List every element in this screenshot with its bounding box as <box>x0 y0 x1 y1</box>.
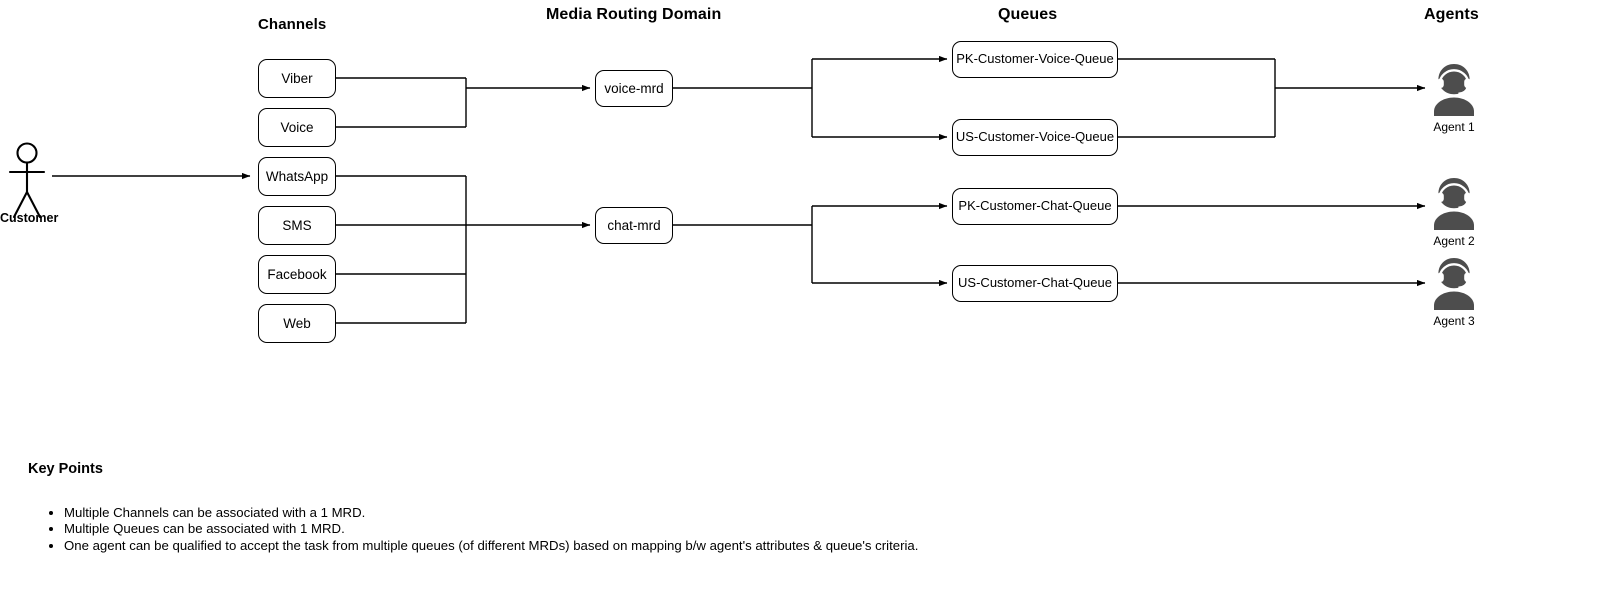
queue-node-us-customer-chat-queue[interactable]: US-Customer-Chat-Queue <box>952 265 1118 302</box>
channel-node-sms[interactable]: SMS <box>258 206 336 245</box>
agent-2[interactable]: Agent 2 <box>1417 172 1491 248</box>
agent-headset-icon <box>1434 178 1474 230</box>
channel-node-viber[interactable]: Viber <box>258 59 336 98</box>
channel-node-voice[interactable]: Voice <box>258 108 336 147</box>
column-header-channels: Channels <box>258 16 327 33</box>
agent-1-label: Agent 1 <box>1433 120 1475 134</box>
channel-node-whatsapp[interactable]: WhatsApp <box>258 157 336 196</box>
agent-1[interactable]: Agent 1 <box>1417 58 1491 134</box>
channel-node-web[interactable]: Web <box>258 304 336 343</box>
agent-headset-icon <box>1434 258 1474 310</box>
queue-node-pk-customer-voice-queue[interactable]: PK-Customer-Voice-Queue <box>952 41 1118 78</box>
key-points-list: Multiple Channels can be associated with… <box>28 505 1428 554</box>
key-points-section: Key Points Multiple Channels can be asso… <box>28 461 1428 554</box>
agent-2-label: Agent 2 <box>1433 234 1475 248</box>
agent-3[interactable]: Agent 3 <box>1417 252 1491 328</box>
key-points-title: Key Points <box>28 461 103 477</box>
queue-node-pk-customer-chat-queue[interactable]: PK-Customer-Chat-Queue <box>952 188 1118 225</box>
channel-node-facebook[interactable]: Facebook <box>258 255 336 294</box>
key-point-item: Multiple Channels can be associated with… <box>64 505 1428 521</box>
key-point-item: Multiple Queues can be associated with 1… <box>64 521 1428 537</box>
customer-label: Customer <box>0 211 59 225</box>
mrd-node-chat-mrd[interactable]: chat-mrd <box>595 207 673 244</box>
agent-headset-icon <box>1434 64 1474 116</box>
mrd-node-voice-mrd[interactable]: voice-mrd <box>595 70 673 107</box>
agent-3-label: Agent 3 <box>1433 314 1475 328</box>
queue-node-us-customer-voice-queue[interactable]: US-Customer-Voice-Queue <box>952 119 1118 156</box>
column-header-agents: Agents <box>1424 6 1479 23</box>
column-header-queues: Queues <box>998 6 1058 23</box>
customer-stick-figure-icon <box>8 142 46 219</box>
key-point-item: One agent can be qualified to accept the… <box>64 538 1428 554</box>
column-header-media-routing-domain: Media Routing Domain <box>546 6 722 23</box>
